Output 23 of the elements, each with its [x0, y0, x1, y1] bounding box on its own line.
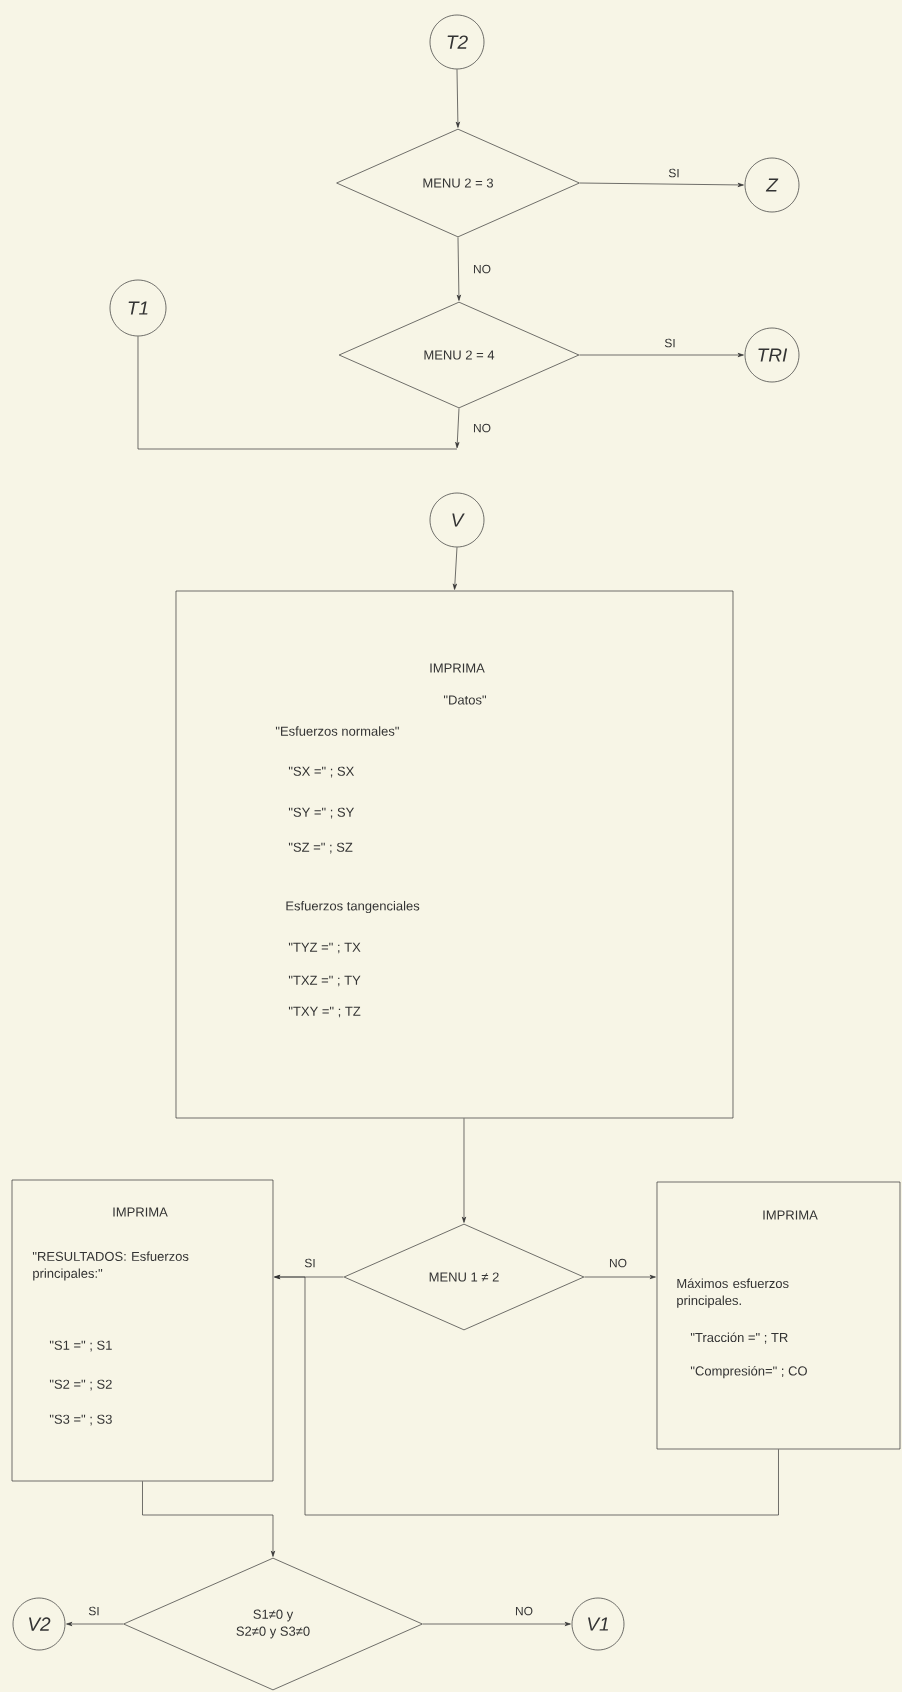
- output-box: IMPRIMA "Datos" "Esfuerzos normales" "SX =" ; SX "SY =" ; SY "SZ =" ; SZ Esfuerzos tangenciales "TYZ =" ; TX "TXZ =" ; TY "TXY =" ; TZ: [175, 590, 734, 1119]
- arrow: [422, 1621, 571, 1627]
- output-box: IMPRIMA "RESULTADOS: Esfuerzos principales:" "S1 =" ; S1 "S2 =" ; S2 "S3 =" ; S3: [11, 1179, 274, 1482]
- edge-label: NO: [513, 1605, 535, 1617]
- edge-label: NO: [471, 263, 493, 275]
- arrow: [579, 352, 744, 358]
- output-box: IMPRIMA Máximos esfuerzos principales. "Tracción =" ; TR "Compresión=" ; CO: [656, 1181, 901, 1450]
- edge-label: NO: [607, 1257, 629, 1269]
- arrow: [455, 408, 460, 449]
- arrow: [456, 237, 461, 301]
- arrow: [66, 1621, 124, 1627]
- edge-label: SI: [666, 167, 682, 179]
- arrow: [455, 69, 460, 128]
- arrow: [452, 547, 458, 590]
- arrow: [142, 1481, 276, 1557]
- arrow: [461, 1118, 467, 1223]
- edge-label: SI: [302, 1257, 318, 1269]
- edge-label: SI: [662, 337, 678, 349]
- arrow: [274, 1274, 779, 1516]
- arrow: [579, 182, 744, 188]
- arrow: [584, 1274, 656, 1280]
- edge-label: SI: [86, 1605, 102, 1617]
- edge-label: NO: [471, 422, 493, 434]
